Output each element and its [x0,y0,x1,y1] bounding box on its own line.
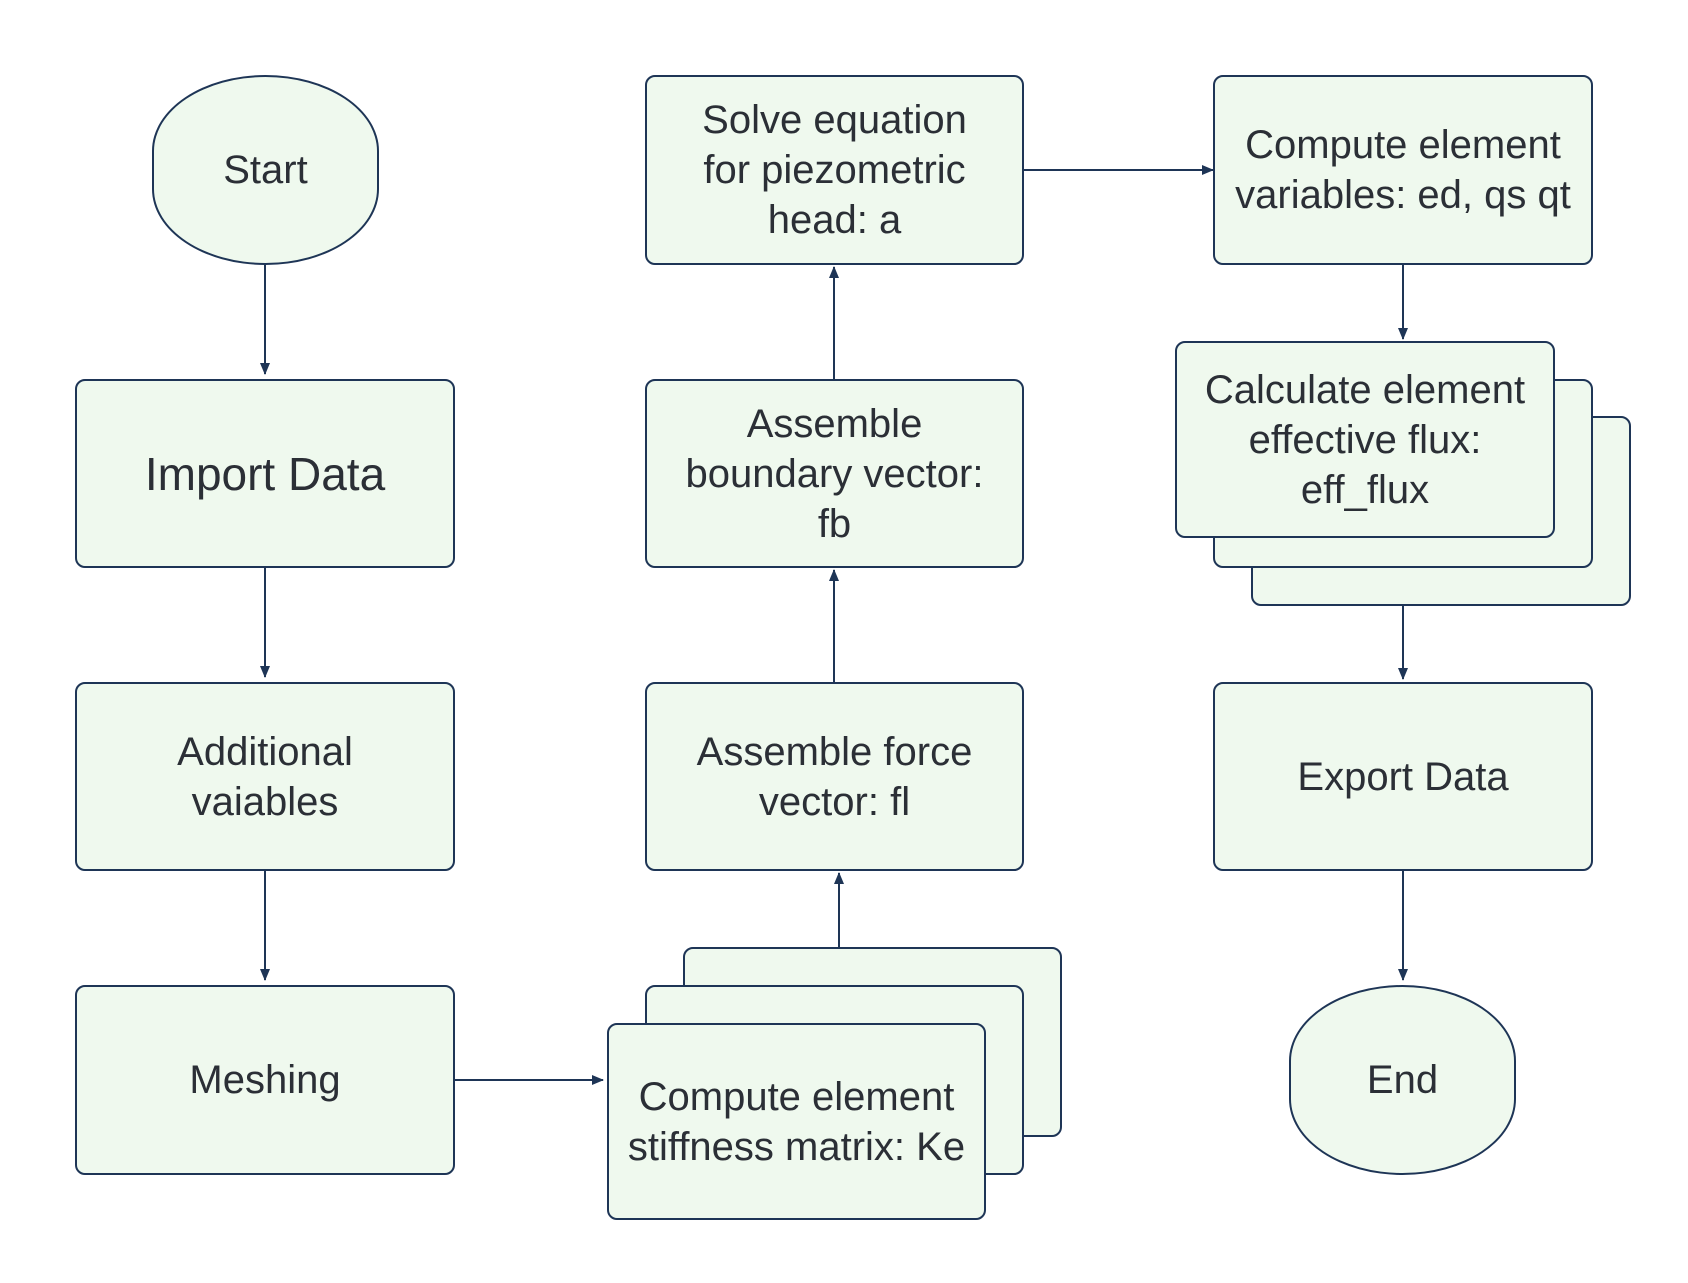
calculate-flux-node[interactable]: Calculate element effective flux: eff_fl… [1175,341,1555,538]
assemble-boundary-label: Assemble boundary vector: fb [685,401,984,546]
meshing-label: Meshing [189,1058,341,1102]
end-terminal[interactable]: End [1289,985,1516,1175]
additional-variables-label: Additional vaiables [177,729,353,824]
export-data-label: Export Data [1297,754,1509,799]
solve-equation-label: Solve equation for piezometric head: a [702,98,967,242]
end-label: End [1366,1058,1439,1102]
start-terminal[interactable]: Start [152,75,379,265]
compute-variables-node[interactable]: Compute element variables: ed, qs qt [1213,75,1593,265]
solve-equation-node[interactable]: Solve equation for piezometric head: a [645,75,1024,265]
import-data-node[interactable]: Import Data [75,379,455,568]
import-data-label: Import Data [144,447,386,500]
compute-variables-label: Compute element variables: ed, qs qt [1235,123,1571,217]
calculate-flux-label: Calculate element effective flux: eff_fl… [1204,367,1526,512]
compute-stiffness-label: Compute element stiffness matrix: Ke [627,1074,966,1169]
start-label: Start [223,148,308,192]
meshing-node[interactable]: Meshing [75,985,455,1175]
compute-stiffness-node[interactable]: Compute element stiffness matrix: Ke [607,1023,986,1220]
additional-variables-node[interactable]: Additional vaiables [75,682,455,871]
assemble-boundary-node[interactable]: Assemble boundary vector: fb [645,379,1024,568]
assemble-force-label: Assemble force vector: fl [696,729,973,824]
export-data-node[interactable]: Export Data [1213,682,1593,871]
assemble-force-node[interactable]: Assemble force vector: fl [645,682,1024,871]
